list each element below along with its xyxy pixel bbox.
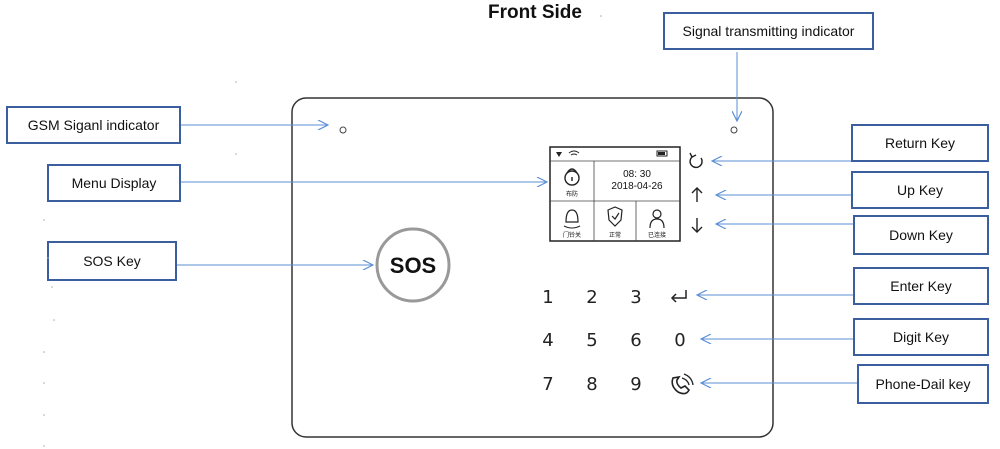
signal-bars-icon: [556, 152, 562, 157]
gsm-indicator-led: [339, 126, 347, 134]
key-5[interactable]: 5: [586, 330, 597, 351]
person-icon: [649, 209, 665, 229]
up-key-icon[interactable]: [691, 187, 703, 202]
wifi-icon: [568, 150, 580, 156]
screen-time: 08: 30: [623, 169, 651, 180]
sos-button[interactable]: SOS: [375, 227, 451, 303]
return-key-icon[interactable]: [689, 152, 703, 169]
enter-key-icon[interactable]: [670, 290, 687, 303]
screen-date: 2018-04-26: [611, 181, 663, 192]
down-key-icon[interactable]: [691, 218, 703, 233]
key-8[interactable]: 8: [586, 374, 597, 395]
device-body: [291, 97, 774, 438]
connector-arrows: [177, 52, 857, 383]
arm-label: 布防: [566, 190, 578, 198]
label-enter-key: Enter Key: [853, 267, 989, 305]
label-signal-transmitting-indicator: Signal transmitting indicator: [663, 12, 874, 50]
key-2[interactable]: 2: [586, 287, 597, 308]
label-menu-display: Menu Display: [47, 164, 181, 202]
shield-icon: [607, 206, 623, 227]
doorbell-icon: [563, 209, 581, 229]
label-sos-key: SOS Key: [47, 241, 177, 281]
sos-button-label: SOS: [390, 253, 436, 278]
key-9[interactable]: 9: [630, 374, 641, 395]
key-0[interactable]: 0: [674, 330, 685, 351]
key-4[interactable]: 4: [542, 330, 553, 351]
label-up-key: Up Key: [851, 171, 989, 209]
label-return-key: Return Key: [851, 124, 989, 162]
key-6[interactable]: 6: [630, 330, 641, 351]
battery-icon: [656, 150, 668, 157]
signal-indicator-led: [730, 126, 738, 134]
lock-icon: [564, 168, 580, 186]
door-label: 门铃关: [563, 231, 581, 239]
key-3[interactable]: 3: [630, 287, 641, 308]
label-phone-dial-key: Phone-Dail key: [857, 364, 989, 404]
menu-display-screen: 布防 08: 30 2018-04-26 门铃关 正常 已连接: [549, 146, 681, 242]
label-digit-key: Digit Key: [853, 318, 989, 356]
key-1[interactable]: 1: [542, 287, 553, 308]
connected-label: 已连接: [648, 231, 666, 239]
label-gsm-signal-indicator: GSM Siganl indicator: [6, 106, 181, 144]
label-down-key: Down Key: [853, 215, 989, 255]
margin-marks: [43, 15, 602, 447]
status-label: 正常: [609, 231, 621, 239]
key-7[interactable]: 7: [542, 374, 553, 395]
phone-dial-key-icon[interactable]: [671, 373, 694, 395]
page-title: Front Side: [488, 2, 582, 23]
